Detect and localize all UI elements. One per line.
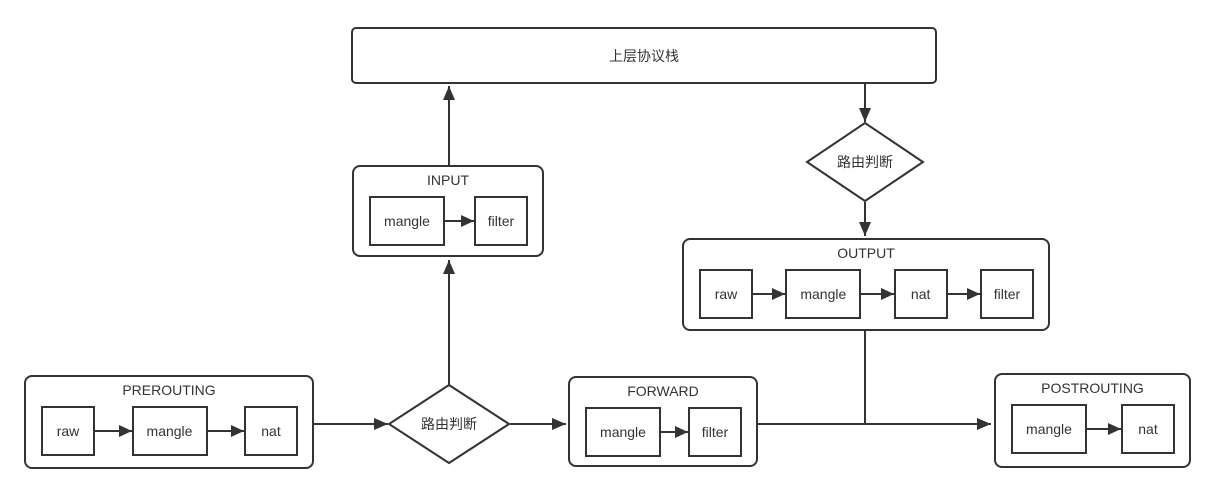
arrow-mangle-to-nat xyxy=(1087,428,1121,430)
input-chain-box: INPUT mangle filter xyxy=(352,165,544,257)
output-chain-title: OUTPUT xyxy=(837,245,895,261)
table-filter: filter xyxy=(688,407,742,457)
table-nat: nat xyxy=(244,406,298,456)
table-mangle: mangle xyxy=(1011,404,1087,454)
input-chain-title: INPUT xyxy=(427,172,469,188)
prerouting-chain-box: PREROUTING raw mangle nat xyxy=(24,375,314,469)
table-nat: nat xyxy=(893,269,948,319)
prerouting-tables-row: raw mangle nat xyxy=(41,406,298,456)
prerouting-chain-title: PREROUTING xyxy=(122,382,216,398)
protocol-stack-box: 上层协议栈 xyxy=(351,27,937,84)
routing-decision-top-label: 路由判断 xyxy=(837,154,893,170)
postrouting-chain-title: POSTROUTING xyxy=(1041,380,1144,396)
table-filter: filter xyxy=(474,196,528,246)
arrow-mangle-to-filter xyxy=(445,220,474,222)
table-mangle: mangle xyxy=(785,269,862,319)
forward-chain-title: FORWARD xyxy=(627,383,699,399)
routing-decision-bottom-diamond xyxy=(387,383,511,465)
table-filter: filter xyxy=(979,269,1034,319)
table-mangle: mangle xyxy=(131,406,208,456)
arrow-mangle-to-nat xyxy=(207,430,244,432)
input-tables-row: mangle filter xyxy=(369,196,528,246)
routing-decision-top-diamond xyxy=(805,121,925,203)
forward-chain-box: FORWARD mangle filter xyxy=(568,376,758,467)
table-mangle: mangle xyxy=(369,196,445,246)
table-raw: raw xyxy=(41,406,95,456)
arrow-nat-to-filter xyxy=(947,293,980,295)
table-raw: raw xyxy=(699,269,753,319)
output-tables-row: raw mangle nat filter xyxy=(699,269,1034,319)
table-mangle: mangle xyxy=(585,407,661,457)
arrow-mangle-to-filter xyxy=(661,431,688,433)
postrouting-chain-box: POSTROUTING mangle nat xyxy=(994,373,1191,468)
arrow-mangle-to-nat xyxy=(861,293,894,295)
routing-decision-bottom-label: 路由判断 xyxy=(421,416,477,432)
postrouting-tables-row: mangle nat xyxy=(1011,404,1175,454)
forward-tables-row: mangle filter xyxy=(585,407,742,457)
protocol-stack-label: 上层协议栈 xyxy=(609,47,679,64)
arrow-raw-to-mangle xyxy=(753,293,786,295)
arrow-raw-to-mangle xyxy=(95,430,132,432)
table-nat: nat xyxy=(1121,404,1175,454)
output-chain-box: OUTPUT raw mangle nat filter xyxy=(682,238,1050,331)
